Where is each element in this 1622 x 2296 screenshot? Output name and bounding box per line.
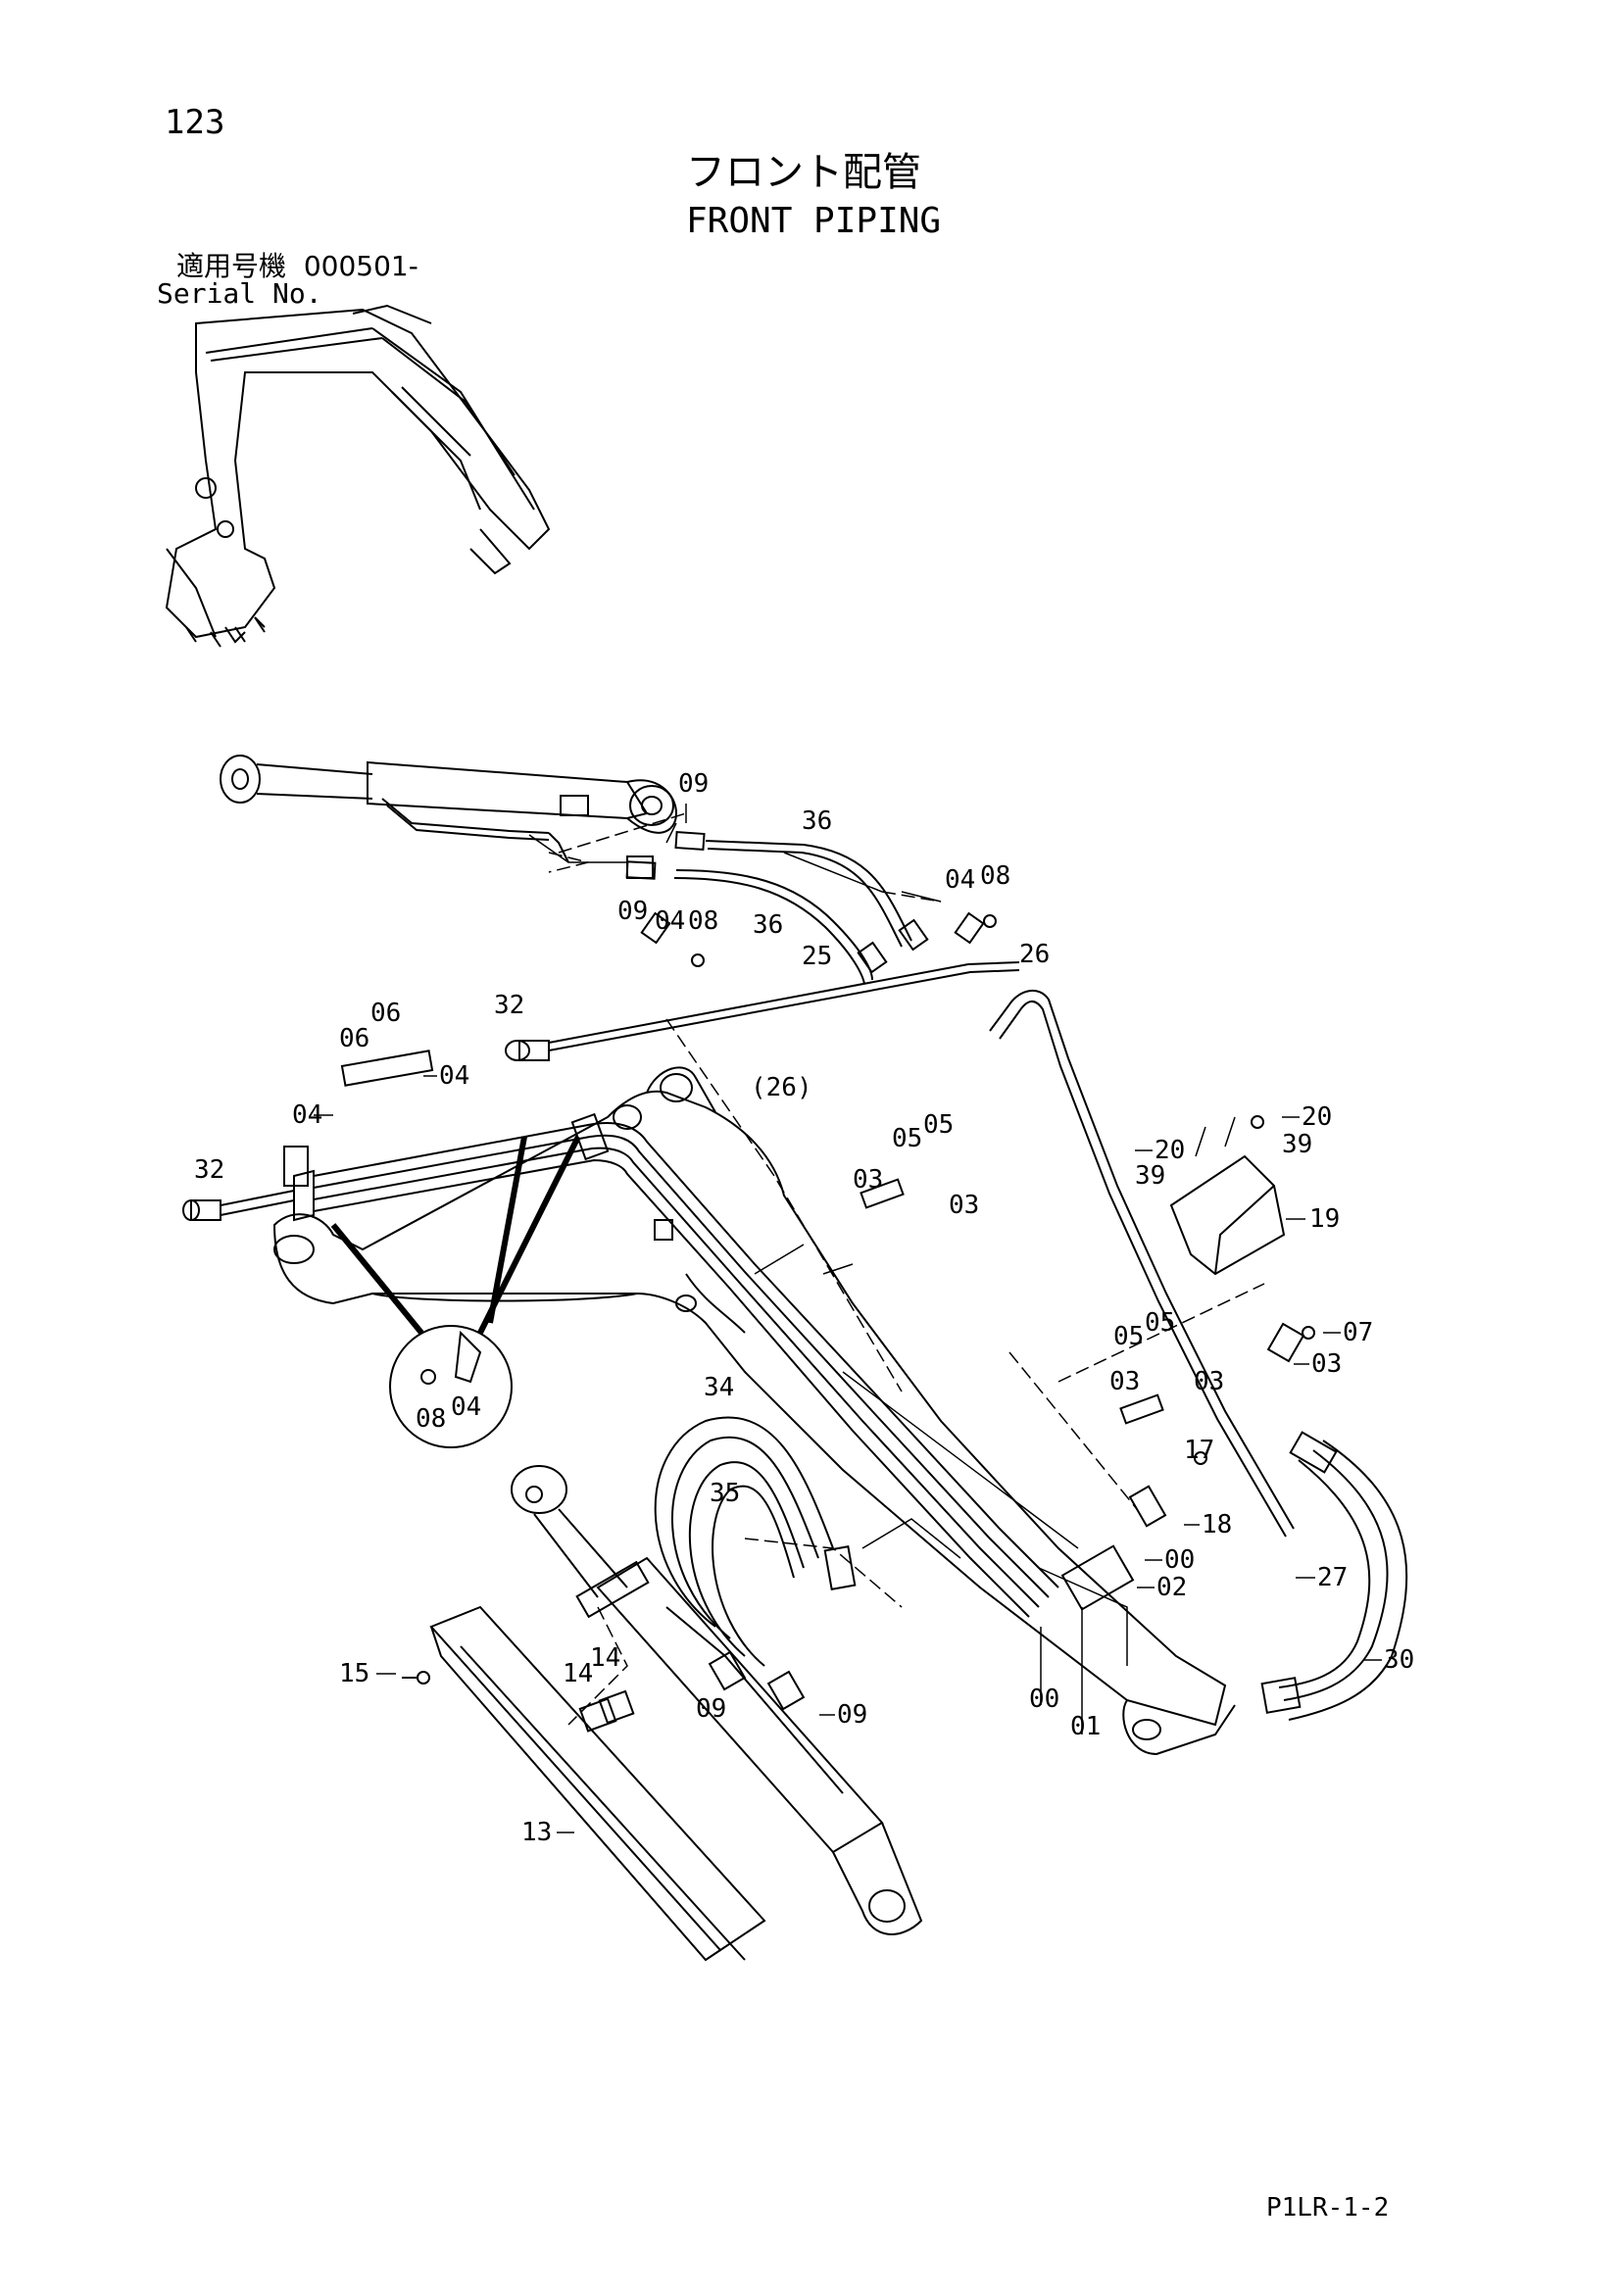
arm-cylinder xyxy=(220,755,678,863)
callout-09a: 09 xyxy=(678,769,709,799)
callout-19: 19 xyxy=(1309,1204,1340,1234)
callout-32a: 32 xyxy=(494,991,524,1020)
label-leaders xyxy=(314,1075,1382,1833)
callout-05b: 05 xyxy=(923,1110,954,1140)
callout-05a: 05 xyxy=(892,1124,922,1153)
callout-09d: 09 xyxy=(837,1700,867,1730)
callout-20a: 20 xyxy=(1155,1136,1185,1165)
callout-00b: 00 xyxy=(1029,1685,1059,1714)
callout-39a: 39 xyxy=(1135,1161,1165,1191)
callout-00a: 00 xyxy=(1164,1545,1195,1575)
callout-03d: 03 xyxy=(1109,1367,1140,1396)
hoses-34-35 xyxy=(654,1416,857,1711)
drawing-code: P1LR-1-2 xyxy=(1266,2193,1390,2223)
callout-09b: 09 xyxy=(617,897,648,926)
callout-27: 27 xyxy=(1317,1563,1348,1592)
callout-20b: 20 xyxy=(1302,1102,1332,1132)
page-number: 123 xyxy=(165,103,225,142)
callout-08a: 08 xyxy=(980,861,1010,891)
callout-05d: 05 xyxy=(1145,1308,1175,1338)
hoses-27-30 xyxy=(1260,1431,1408,1721)
pipe-26 xyxy=(989,990,1295,1538)
callout-17: 17 xyxy=(1184,1436,1214,1465)
callout-34: 34 xyxy=(704,1373,734,1402)
callout-36b: 36 xyxy=(753,910,783,940)
guard-13 xyxy=(429,1605,766,1962)
callout-26: 26 xyxy=(1019,940,1050,969)
serial-label-jp: 適用号機 xyxy=(176,250,287,282)
callout-06b: 06 xyxy=(370,999,401,1028)
callout-01: 01 xyxy=(1070,1712,1101,1741)
cover-19 xyxy=(1169,1154,1286,1276)
attachment-thumbnail xyxy=(165,304,551,648)
callout-02: 02 xyxy=(1156,1573,1187,1602)
callout-30: 30 xyxy=(1384,1645,1414,1675)
callout-03c: 03 xyxy=(1311,1349,1342,1379)
callout-05c: 05 xyxy=(1113,1322,1144,1351)
serial-value: 000501- xyxy=(303,250,418,282)
detail-circle xyxy=(330,1135,581,1448)
callout-04c: 04 xyxy=(439,1061,469,1091)
clamps xyxy=(283,911,1305,1611)
callout-04b: 04 xyxy=(655,906,685,936)
callout-26-paren: (26) xyxy=(751,1073,812,1102)
callout-06a: 06 xyxy=(339,1024,369,1053)
callout-03b: 03 xyxy=(949,1191,979,1220)
callout-36a: 36 xyxy=(802,806,832,836)
boom-pipes xyxy=(182,1121,1059,1618)
callout-09c: 09 xyxy=(696,1694,726,1724)
serial-row: 適用号機 000501- xyxy=(176,253,418,280)
callout-14b: 14 xyxy=(590,1643,620,1673)
hose-36-lower xyxy=(625,855,888,985)
callout-14a: 14 xyxy=(563,1659,593,1688)
callout-08b: 08 xyxy=(688,906,718,936)
leader-lines xyxy=(528,804,1236,1666)
callout-15: 15 xyxy=(339,1659,369,1688)
callout-04e: 04 xyxy=(451,1392,481,1422)
callout-03a: 03 xyxy=(853,1165,883,1195)
callout-25: 25 xyxy=(802,942,832,971)
hidden-lines xyxy=(548,812,1265,1726)
callout-03e: 03 xyxy=(1194,1367,1224,1396)
title-japanese: フロント配管 xyxy=(686,150,921,195)
title-english: FRONT PIPING xyxy=(686,201,942,241)
callout-13: 13 xyxy=(521,1818,552,1847)
callout-08c: 08 xyxy=(416,1404,446,1434)
callout-04a: 04 xyxy=(945,865,975,895)
bolts xyxy=(402,914,1315,1685)
callout-labels: 09 36 09 36 04 08 04 08 25 26 32 06 06 0… xyxy=(194,769,1414,1847)
callout-18: 18 xyxy=(1202,1510,1232,1539)
serial-label-en: Serial No. xyxy=(157,277,322,310)
pipe-25 xyxy=(505,961,1020,1061)
callout-35: 35 xyxy=(710,1479,740,1508)
hose-36-upper xyxy=(674,830,929,952)
callout-39b: 39 xyxy=(1282,1130,1312,1159)
callout-32b: 32 xyxy=(194,1155,224,1185)
callout-07: 07 xyxy=(1343,1318,1373,1347)
bucket-cylinder xyxy=(511,1465,923,1935)
